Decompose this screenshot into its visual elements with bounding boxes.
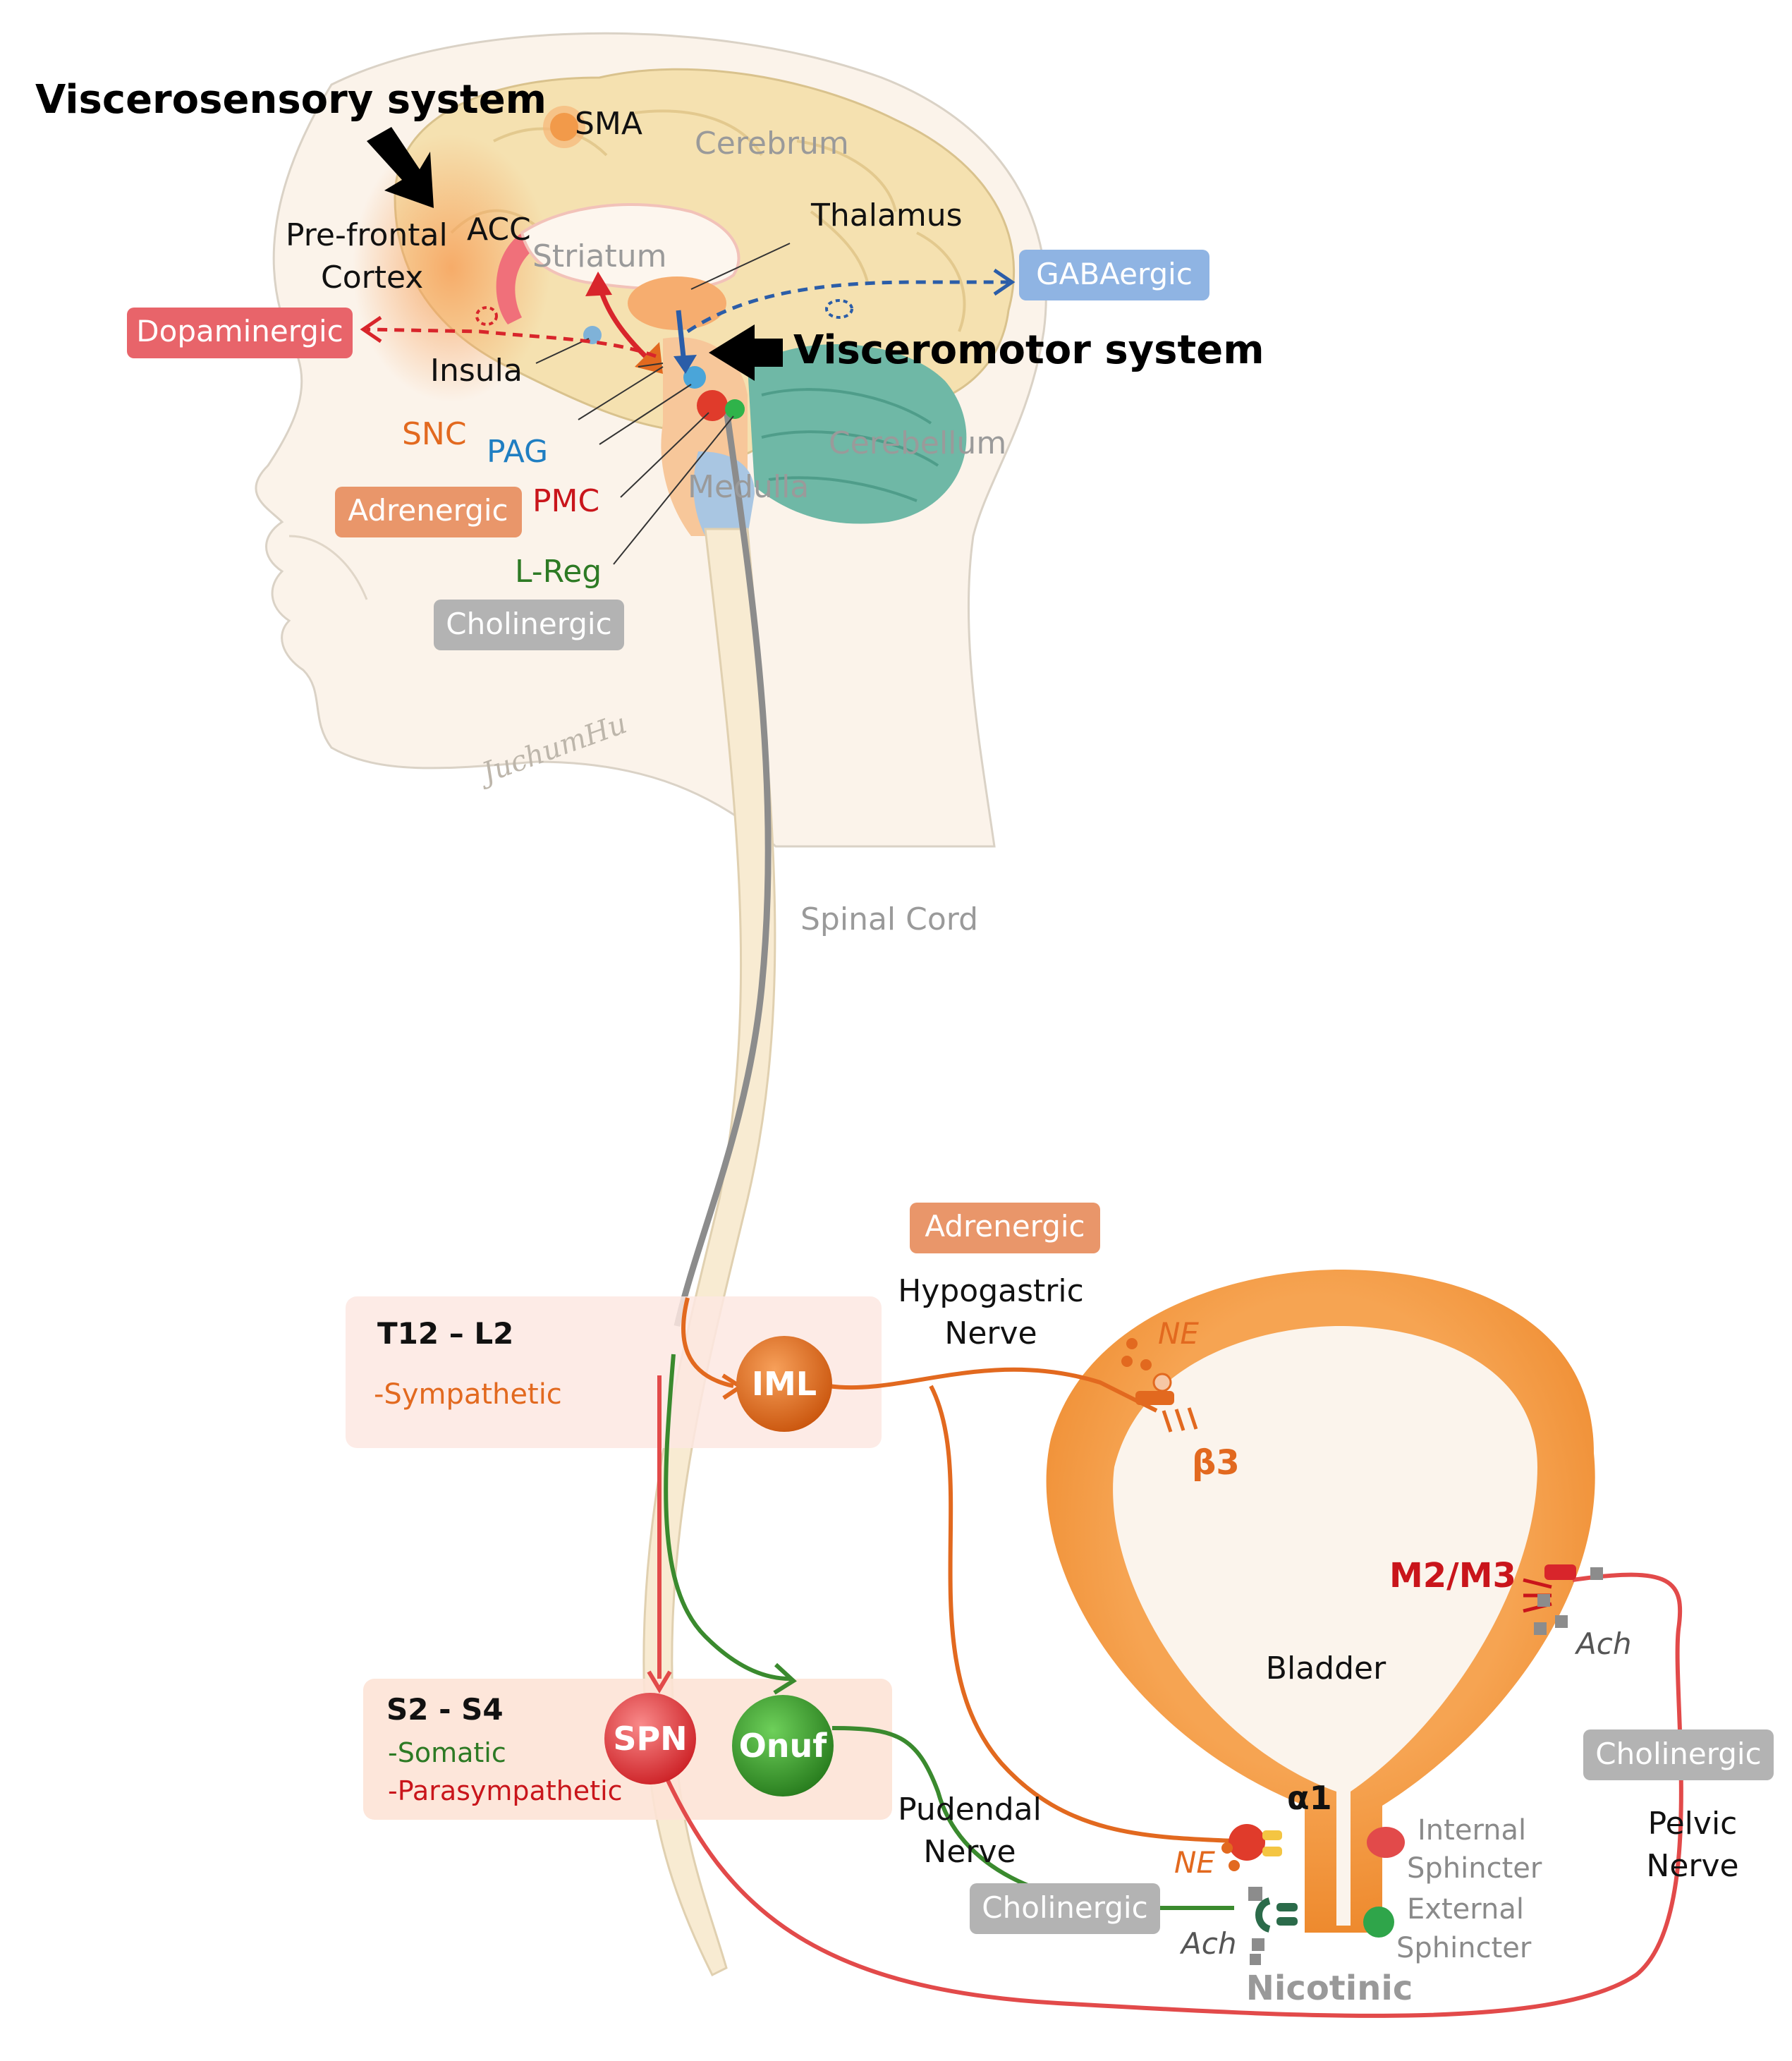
adrenergic-badge-spine: Adrenergic [910,1203,1100,1253]
nicotinic-receptor [1248,1887,1298,1965]
lreg-marker [725,399,745,419]
alpha1-receptor [1221,1824,1282,1871]
spinal-cord-label: Spinal Cord [800,901,978,937]
svg-text:Dopaminergic: Dopaminergic [136,314,343,348]
ach-bottom-label: Ach [1179,1926,1236,1961]
hypogastric-label-line2: Nerve [944,1315,1037,1351]
brain-pathways [360,268,1016,374]
spn-nucleus: SPN [604,1693,696,1785]
svg-text:IML: IML [752,1365,817,1403]
onuf-nucleus: Onuf [732,1695,834,1796]
pag-arrow [676,310,687,364]
bladder-label: Bladder [1266,1650,1386,1686]
brain [353,68,1015,536]
pudendal-label-line2: Nerve [923,1834,1016,1870]
hypogastric-label-line1: Hypogastric [898,1273,1084,1309]
pag-label: PAG [487,434,548,470]
svg-text:GABAergic: GABAergic [1036,257,1193,291]
sma-marker [550,113,578,141]
somatic-spinal-path [664,1354,791,1681]
snc-label: SNC [402,416,467,452]
m2m3-receptor [1523,1564,1603,1635]
cholinergic-badge-pudendal: Cholinergic [970,1883,1160,1934]
s2-subtitle-somatic: -Somatic [388,1737,506,1768]
dopaminergic-badge: Dopaminergic [127,308,353,358]
lreg-label: L-Reg [515,554,602,590]
hypogastric-to-alpha1-path [929,1385,1235,1843]
pag-marker [683,366,706,389]
ach-right-label: Ach [1574,1627,1631,1661]
internal-sphincter [1367,1827,1405,1858]
cholinergic-badge-pelvic: Cholinergic [1583,1729,1774,1780]
svg-text:Cholinergic: Cholinergic [1595,1737,1761,1771]
s2-subtitle-parasympathetic: -Parasympathetic [388,1775,623,1806]
svg-text:Adrenergic: Adrenergic [348,493,508,528]
ne-top-label: NE [1158,1316,1199,1351]
cerebrum-label: Cerebrum [695,126,849,162]
black-arrows [367,127,783,381]
pmc-marker [697,390,728,421]
prefrontal-label-line1: Pre-frontal [286,217,448,253]
external-sphincter-label-line1: External [1407,1893,1524,1926]
pelvic-nerve-path [664,1572,1683,2018]
external-sphincter-label-line2: Sphincter [1396,1932,1532,1964]
pelvic-label-line1: Pelvic [1648,1806,1738,1842]
spinal-cord [642,408,776,1977]
pudendal-label-line1: Pudendal [898,1792,1042,1828]
cerebellum-label: Cerebellum [829,425,1006,461]
beta3-label: β3 [1192,1443,1240,1483]
internal-sphincter-label-line1: Internal [1418,1814,1526,1847]
svg-text:Onuf: Onuf [739,1727,828,1765]
t12-title: T12 – L2 [377,1316,513,1351]
cholinergic-badge-brain: Cholinergic [434,600,624,650]
internal-sphincter-label-line2: Sphincter [1407,1852,1542,1885]
thalamus-label: Thalamus [810,197,963,233]
sma-label: SMA [575,106,642,142]
striatum-label: Striatum [532,238,666,274]
brain-leader-lines [535,243,791,565]
viscerosensory-arrow-icon [367,127,434,208]
pmc-label: PMC [532,483,599,519]
m2m3-label: M2/M3 [1389,1556,1516,1595]
pelvic-label-line2: Nerve [1646,1848,1738,1884]
external-sphincter [1363,1907,1394,1938]
hypogastric-nerve-path [828,1367,1158,1413]
visceromotor-title: Visceromotor system [793,327,1264,373]
gabaergic-badge: GABAergic [1019,250,1209,300]
acc-label: ACC [467,212,531,248]
dopaminergic-path [366,327,657,358]
visceromotor-arrow-icon [709,324,783,381]
bladder [1046,1270,1595,1933]
medulla-label: Medulla [688,469,809,505]
insula-label: Insula [430,353,523,389]
ne-bottom-label: NE [1174,1845,1215,1880]
prefrontal-label-line2: Cortex [321,260,423,296]
nicotinic-label: Nicotinic [1246,1969,1413,2008]
t12-subtitle: -Sympathetic [374,1378,562,1411]
svg-text:Cholinergic: Cholinergic [982,1890,1147,1925]
iml-nucleus: IML [736,1336,832,1432]
beta3-receptor [1121,1338,1198,1433]
sympathetic-to-iml [681,1297,734,1388]
s2-title: S2 - S4 [386,1692,504,1727]
adrenergic-badge-brain: Adrenergic [335,487,522,537]
svg-text:SPN: SPN [613,1720,687,1758]
viscerosensory-title: Viscerosensory system [35,77,547,123]
svg-text:Cholinergic: Cholinergic [446,607,611,641]
gabaergic-path [686,280,1008,334]
alpha1-label: α1 [1287,1779,1332,1817]
svg-text:Adrenergic: Adrenergic [925,1209,1085,1244]
